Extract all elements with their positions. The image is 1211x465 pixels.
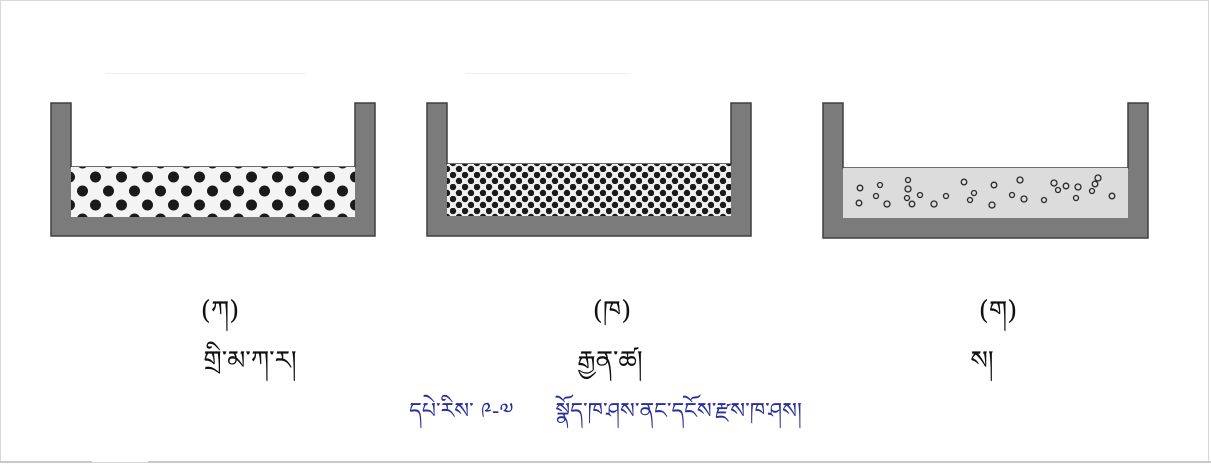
figure-letter-b: (ཁ)	[592, 296, 632, 326]
figure-letter-c: (ག)	[978, 296, 1018, 326]
caption-text: སྣོད་ཁ་ཤས་ནང་དངོས་རྫས་ཁ་ཤས།	[555, 399, 802, 424]
large-spheres-fill	[71, 167, 355, 217]
figure-name-c: ས།	[970, 346, 994, 376]
figure-name-a: གྲི་མ་ཀ་ར།	[203, 346, 297, 376]
divider	[105, 73, 305, 74]
divider	[465, 73, 630, 74]
figure-caption: དཔེ་རིས་ ༩-༧ སྣོད་ཁ་ཤས་ནང་དངོས་རྫས་ཁ་ཤས།	[0, 386, 1211, 448]
particles	[855, 174, 1116, 209]
small-spheres-fill	[447, 164, 731, 216]
divider	[148, 461, 1211, 463]
caption-number: དཔེ་རིས་ ༩-༧	[409, 399, 514, 424]
container-small-spheres	[426, 100, 752, 238]
container-scattered-particles	[822, 100, 1150, 240]
figure-letter-a: (ཀ)	[200, 296, 240, 326]
container-large-spheres	[50, 100, 376, 238]
divider	[0, 461, 92, 463]
figure-name-b: རྒྱན་ཚ།	[577, 346, 643, 376]
